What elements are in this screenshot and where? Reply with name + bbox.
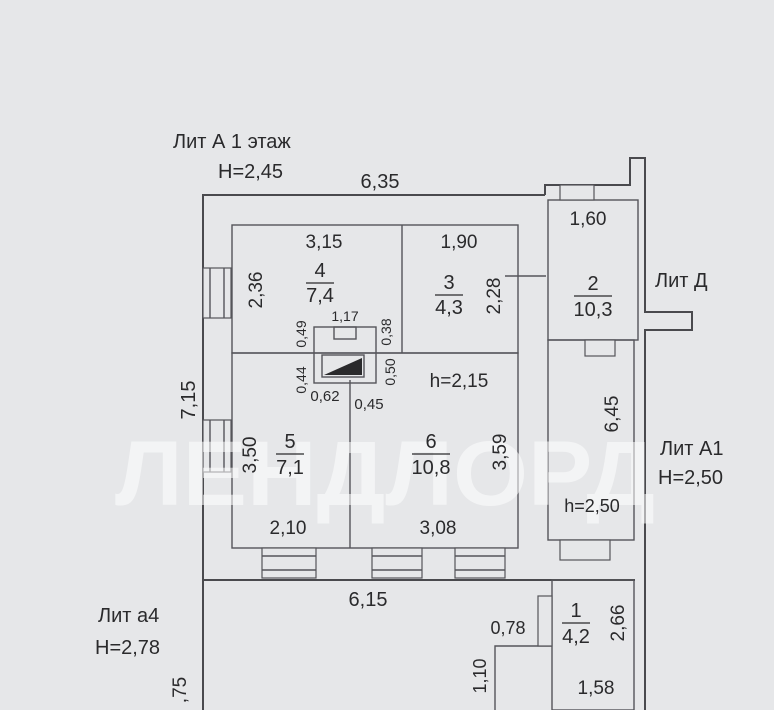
- step-outline: [494, 645, 552, 710]
- lit-a4-title: Лит а4: [98, 605, 159, 627]
- room-area: 10,3: [574, 299, 613, 321]
- dim-room5-width: 2,10: [270, 518, 307, 539]
- dim-room4-depth: 2,36: [246, 272, 267, 309]
- dim-stove-bottom-left: 0,62: [310, 388, 339, 405]
- window-room6-bottom-left: [371, 547, 423, 579]
- openings: [202, 184, 616, 647]
- watermark-text: ЛЕНДЛОРД: [115, 423, 655, 525]
- dim-room3-depth: 2,28: [484, 278, 505, 315]
- lit-a-height: H=2,45: [218, 161, 283, 183]
- room-5-label: 5 7,1: [276, 431, 304, 479]
- dim-stove-bottom-right: 0,45: [354, 396, 383, 413]
- window-room2-top: [559, 184, 595, 201]
- dim-stove-right-low: 0,50: [382, 358, 398, 385]
- room-number: 1: [570, 600, 581, 622]
- dim-top-total: 6,35: [361, 171, 400, 193]
- room-number: 4: [314, 260, 325, 282]
- room-number: 5: [284, 431, 295, 453]
- dim-room2-width: 1,60: [570, 209, 607, 230]
- stove-inner: [321, 354, 365, 378]
- dim-room1-width: 1,58: [578, 678, 615, 699]
- dim-stove-left-low: 0,44: [293, 366, 309, 393]
- dim-step-depth: 1,10: [470, 658, 490, 693]
- lit-a-title: Лит А 1 этаж: [173, 131, 291, 153]
- room-number: 2: [587, 273, 598, 295]
- dim-room4-width: 3,15: [306, 232, 343, 253]
- room-area: 7,4: [306, 285, 334, 307]
- dim-a4-width: 6,15: [349, 589, 388, 611]
- room-1-label: 1 4,2: [562, 600, 590, 648]
- door-corridor-top: [584, 339, 616, 357]
- room-6-label: 6 10,8: [412, 431, 451, 479]
- window-room4: [202, 267, 232, 319]
- dim-stove-left: 0,49: [293, 320, 309, 347]
- window-corridor-bottom: [559, 539, 611, 561]
- dim-corridor-length: 6,45: [602, 396, 623, 433]
- window-room5: [202, 419, 232, 473]
- dim-stove-width: 1,17: [331, 308, 358, 324]
- room-number: 6: [425, 431, 436, 453]
- window-room1-left: [537, 595, 553, 647]
- dim-room6-depth: 3,59: [490, 434, 511, 471]
- stove-top-box: [333, 326, 357, 340]
- dim-room6-width: 3,08: [420, 518, 457, 539]
- dim-room3-width: 1,90: [441, 232, 478, 253]
- outer-wall-left-top: [202, 194, 545, 710]
- stove-firebox: [324, 358, 362, 375]
- room-2-label: 2 10,3: [574, 273, 613, 321]
- dim-corridor-height: h=2,50: [564, 496, 620, 516]
- lit-d-title: Лит Д: [655, 270, 708, 292]
- window-room6-bottom-right: [454, 547, 506, 579]
- dim-room1-depth: 2,66: [608, 605, 629, 642]
- window-room5-bottom: [261, 547, 317, 579]
- lit-a1-title: Лит А1: [660, 438, 723, 460]
- room-area: 10,8: [412, 457, 451, 479]
- lit-a1-height: H=2,50: [658, 467, 723, 489]
- dim-stove-right: 0,38: [378, 318, 394, 345]
- room-area: 7,1: [276, 457, 304, 479]
- dim-step-width: 0,78: [490, 618, 525, 638]
- room-number: 3: [443, 272, 454, 294]
- room-area: 4,3: [435, 297, 463, 319]
- dim-room5-depth: 3,50: [240, 437, 261, 474]
- dim-left-total: 7,15: [178, 381, 200, 420]
- room-3-label: 3 4,3: [435, 272, 463, 319]
- lit-a4-height: H=2,78: [95, 637, 160, 659]
- room-4-label: 4 7,4: [306, 260, 334, 307]
- dim-room6-height: h=2,15: [430, 371, 489, 392]
- dim-a4-left-partial: ,75: [170, 677, 191, 703]
- room-area: 4,2: [562, 626, 590, 648]
